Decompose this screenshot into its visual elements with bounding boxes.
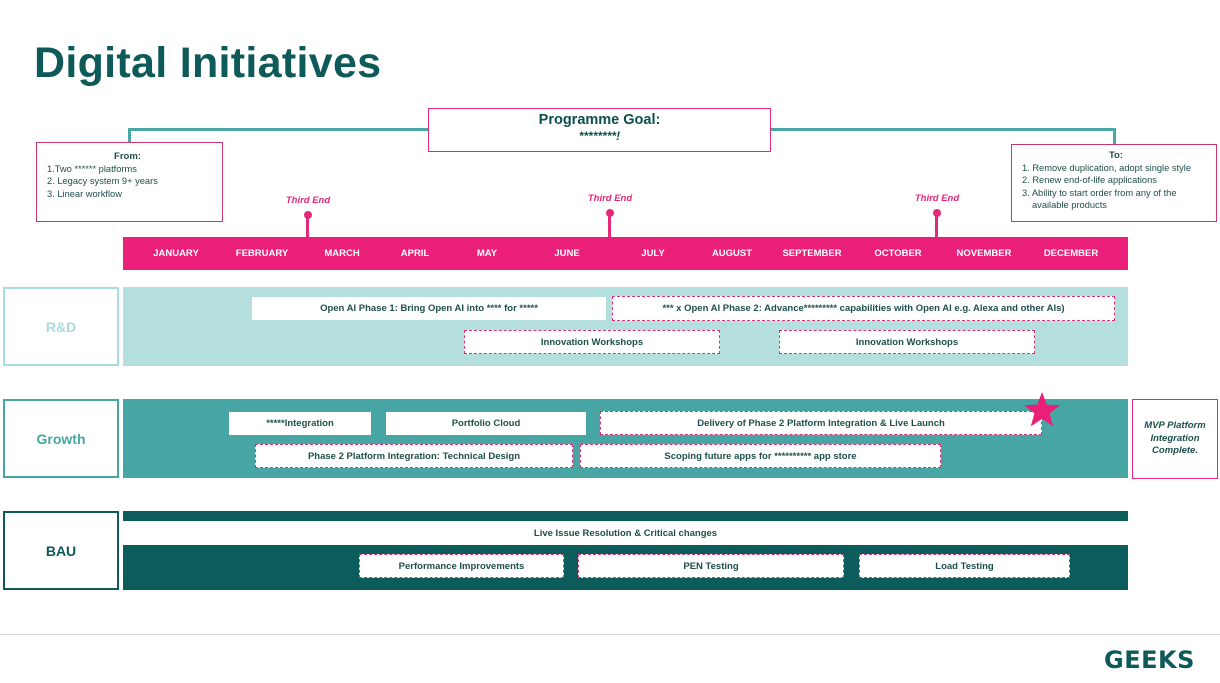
page-title: Digital Initiatives [34,39,382,87]
to-item: 2. Renew end-of-life applications [1022,175,1157,186]
task-delivery-phase-2[interactable]: Delivery of Phase 2 Platform Integration… [600,411,1042,435]
lane-label-growth: Growth [3,399,119,478]
month-march: MARCH [324,248,360,259]
month-december: DECEMBER [1043,248,1099,259]
from-item: 3. Linear workflow [47,188,122,199]
third-end-marker-label: Third End [285,195,331,206]
from-item: 2. Legacy system 9+ years [47,176,158,187]
third-end-marker-stem [935,212,938,238]
task-open-ai-phase-2[interactable]: *** x Open AI Phase 2: Advance********* … [612,296,1115,321]
lane-label-rd: R&D [3,287,119,366]
task-innovation-workshops[interactable]: Innovation Workshops [464,330,720,354]
task-open-ai-phase-1[interactable]: Open AI Phase 1: Bring Open AI into ****… [252,297,606,320]
task-integration[interactable]: *****Integration [229,412,371,435]
task-load-testing[interactable]: Load Testing [859,554,1070,578]
from-heading: From: [114,151,141,162]
goal-heading: Programme Goal: [538,112,661,128]
milestone-mvp-box: MVP Platform Integration Complete. [1132,399,1218,479]
task-innovation-workshops[interactable]: Innovation Workshops [779,330,1035,354]
month-april: APRIL [400,248,430,259]
month-september: SEPTEMBER [782,248,842,259]
to-item: available products [1032,199,1107,210]
star-icon [1024,392,1060,427]
month-may: MAY [476,248,498,259]
task-live-issue-resolution[interactable]: Live Issue Resolution & Critical changes [123,521,1128,545]
task-pen-testing[interactable]: PEN Testing [578,554,844,578]
month-january: JANUARY [153,248,199,259]
month-february: FEBRUARY [235,248,289,259]
month-august: AUGUST [711,248,753,259]
footer-divider [0,634,1220,635]
to-item: 1. Remove duplication, adopt single styl… [1022,163,1191,174]
to-box: To: 1. Remove duplication, adopt single … [1011,144,1217,222]
geeks-logo: GEEKS [1104,646,1195,674]
to-item: 3. Ability to start order from any of th… [1022,187,1177,198]
month-june: JUNE [554,248,580,259]
third-end-marker-label: Third End [587,193,633,204]
from-box: From: 1.Two ****** platforms 2. Legacy s… [36,142,223,222]
to-heading: To: [1108,150,1124,161]
task-phase-2-technical-design[interactable]: Phase 2 Platform Integration: Technical … [255,444,573,468]
month-timeline-bar: JANUARY FEBRUARY MARCH APRIL MAY JUNE JU… [123,237,1128,270]
month-october: OCTOBER [874,248,922,259]
lane-band-bau-top [123,511,1128,521]
third-end-marker-label: Third End [914,193,960,204]
task-portfolio-cloud[interactable]: Portfolio Cloud [386,412,586,435]
goal-text: ********! [578,128,621,143]
third-end-marker-stem [306,214,309,238]
task-scoping-future-apps[interactable]: Scoping future apps for ********** app s… [580,444,941,468]
lane-label-bau: BAU [3,511,119,590]
from-item: 1.Two ****** platforms [47,164,137,175]
month-november: NOVEMBER [956,248,1012,259]
task-performance-improvements[interactable]: Performance Improvements [359,554,564,578]
programme-goal-box: Programme Goal: ********! [428,108,771,152]
month-july: JULY [641,248,665,259]
third-end-marker-stem [608,212,611,238]
